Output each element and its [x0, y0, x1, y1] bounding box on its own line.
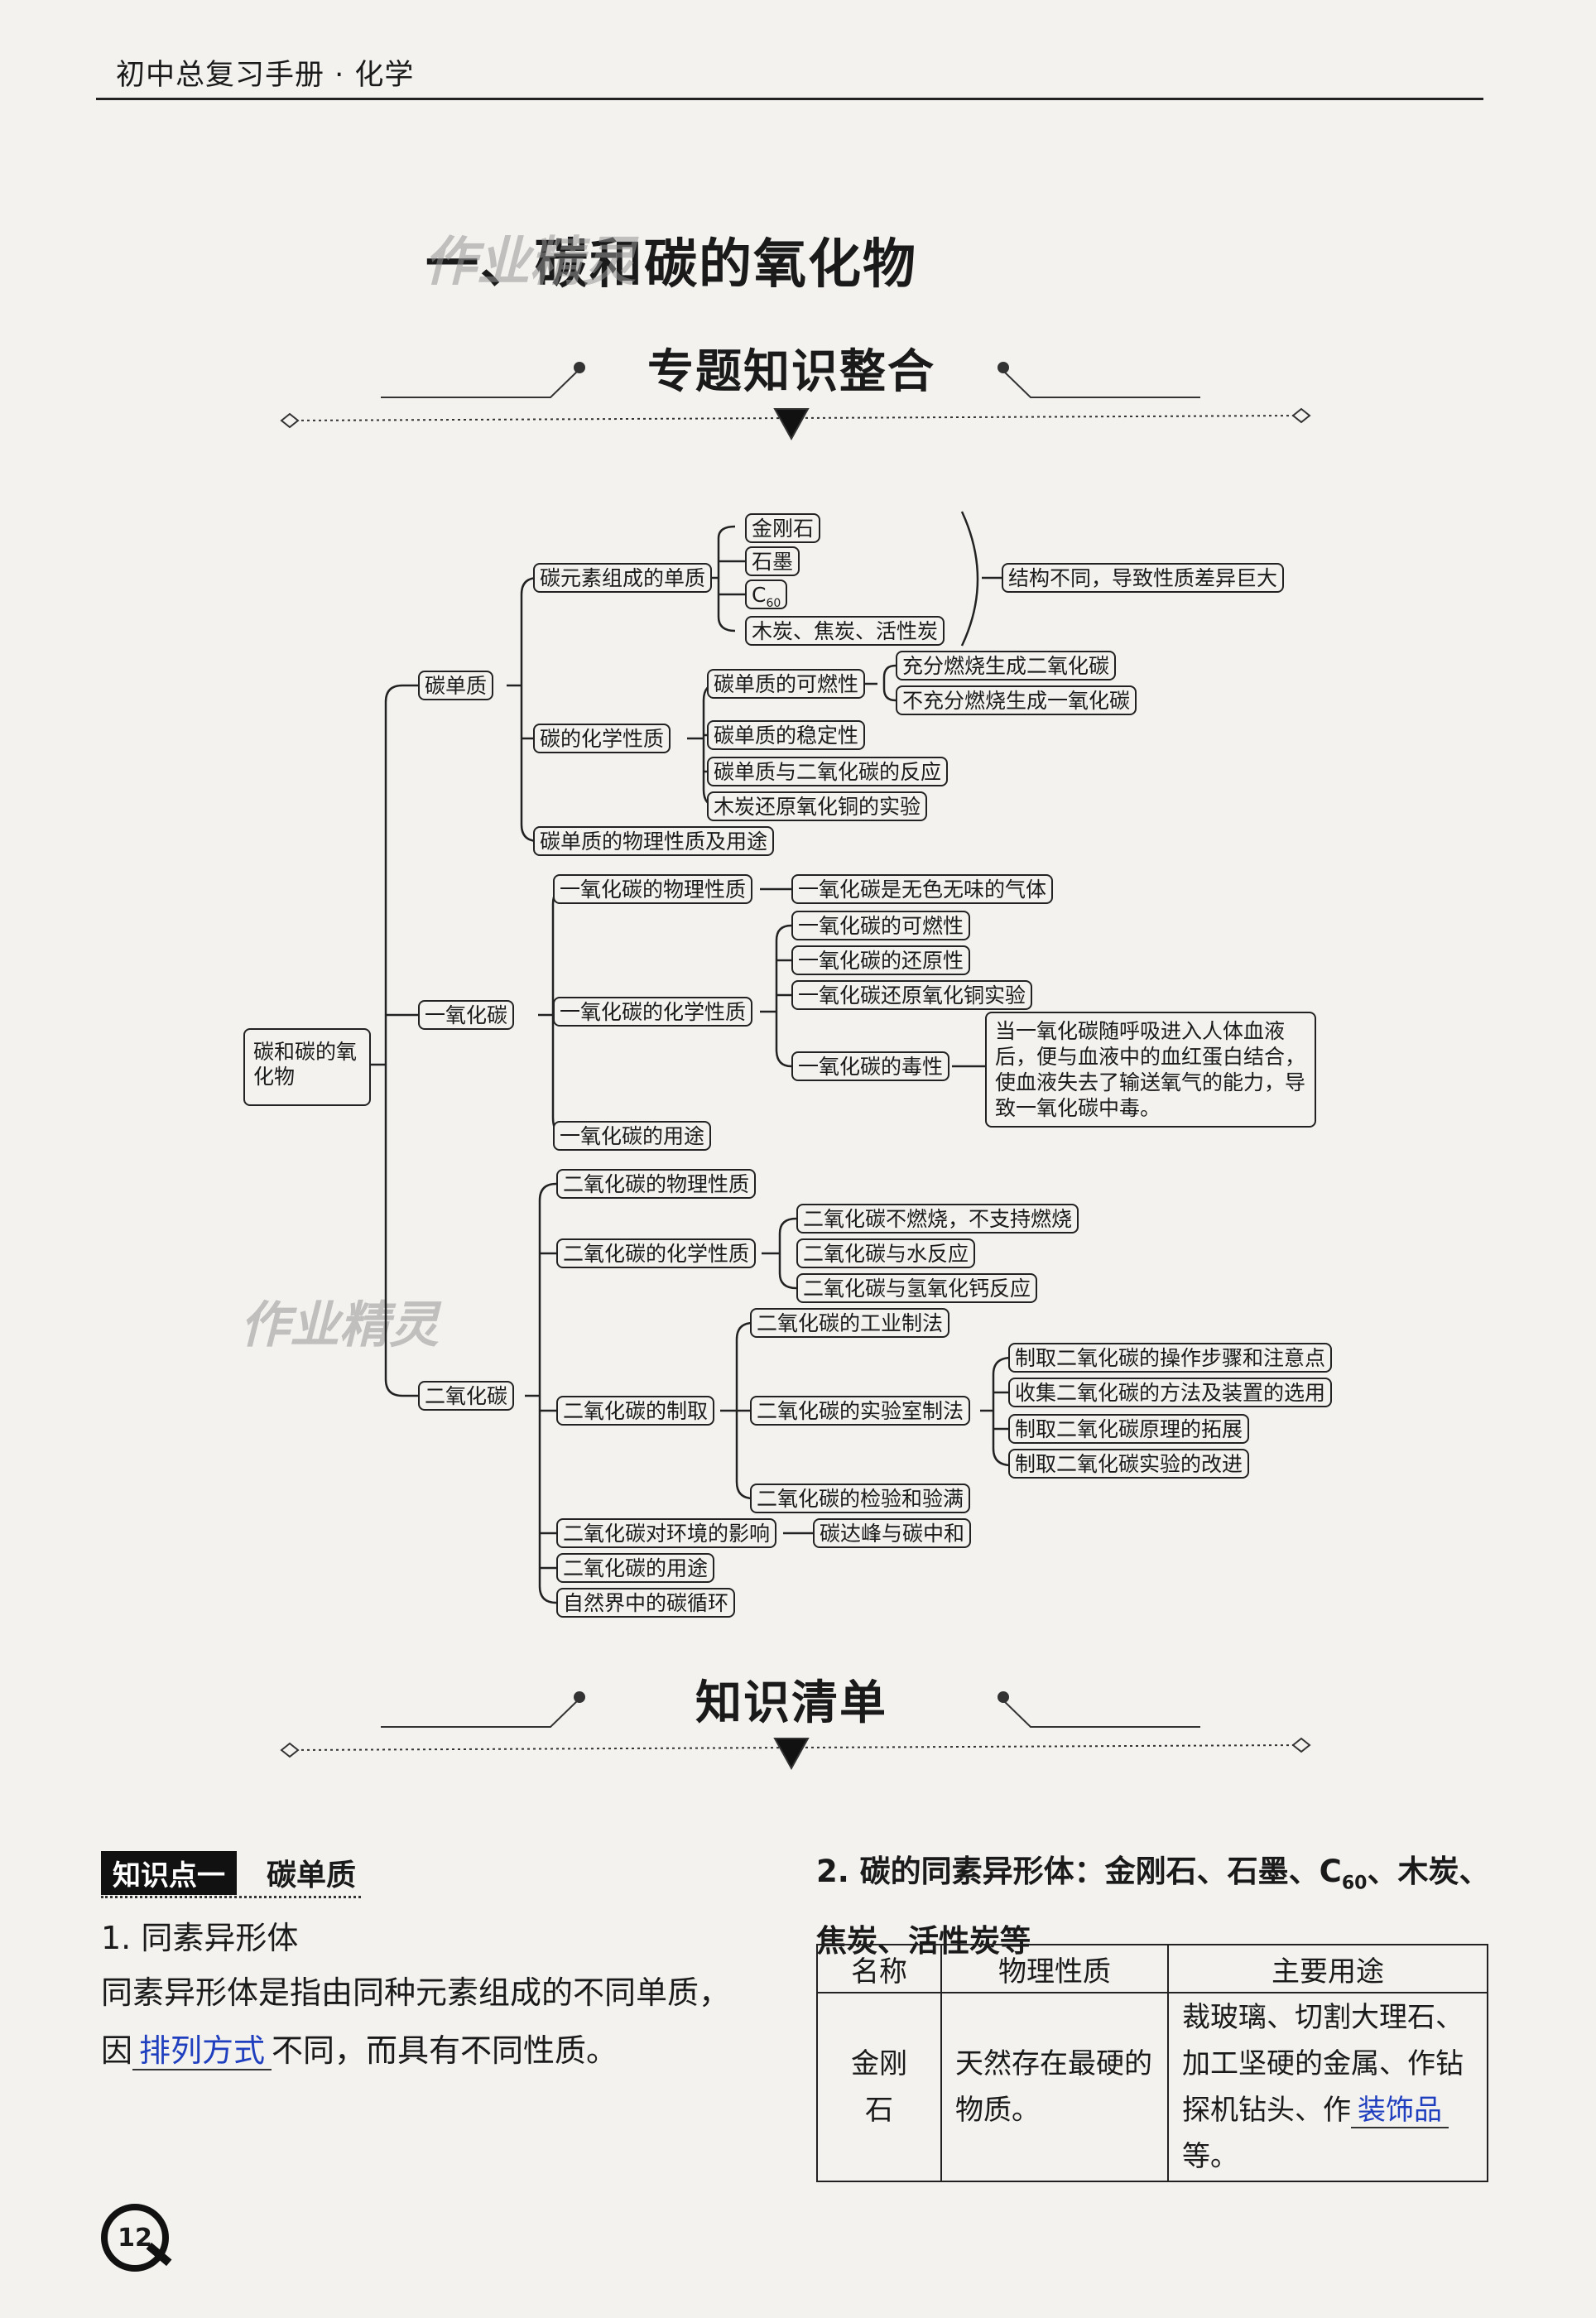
- node-co-reduce: 一氧化碳的还原性: [791, 945, 971, 975]
- node-lab-principle: 制取二氧化碳原理的拓展: [1008, 1414, 1250, 1444]
- node-lab-improve: 制取二氧化碳实验的改进: [1008, 1449, 1250, 1479]
- node-carbon-allotropes: 碳元素组成的单质: [533, 563, 713, 593]
- node-co2-limewater: 二氧化碳与氢氧化钙反应: [796, 1273, 1038, 1303]
- col-property: 物理性质: [940, 1944, 1169, 1993]
- heading-allotrope: 1. 同素异形体: [101, 1920, 299, 1956]
- node-partial-burn: 不充分燃烧生成一氧化碳: [896, 685, 1137, 715]
- node-co2-chem: 二氧化碳的化学性质: [556, 1238, 757, 1268]
- node-full-burn: 充分燃烧生成二氧化碳: [896, 651, 1117, 680]
- col-use: 主要用途: [1167, 1944, 1488, 1993]
- knowledge-underline: [101, 1896, 361, 1898]
- node-co-colorless: 一氧化碳是无色无味的气体: [791, 874, 1054, 904]
- table-header-row: 名称 物理性质 主要用途: [816, 1944, 1488, 1993]
- node-co2-phys: 二氧化碳的物理性质: [556, 1169, 757, 1199]
- node-co2-prep: 二氧化碳的制取: [556, 1396, 715, 1426]
- node-co-burn: 一氧化碳的可燃性: [791, 911, 971, 940]
- mindmap-root: 碳和碳的氧化物: [243, 1028, 371, 1106]
- para-text-a: 因: [101, 2032, 133, 2069]
- node-carbon-neutral: 碳达峰与碳中和: [813, 1518, 972, 1548]
- cell-use: 裁玻璃、切割大理石、加工坚硬的金属、作钻探机钻头、作装饰品等。: [1167, 1992, 1488, 2182]
- node-diamond: 金刚石: [745, 513, 821, 543]
- fill-answer-arrangement: 排列方式: [132, 2032, 272, 2070]
- knowledge-title: 碳单质: [267, 1859, 357, 1892]
- node-co-use: 一氧化碳的用途: [553, 1121, 712, 1151]
- use-text-b: 等。: [1182, 2140, 1238, 2173]
- node-lab-steps: 制取二氧化碳的操作步骤和注意点: [1008, 1343, 1333, 1373]
- header-rule: [96, 98, 1483, 100]
- node-co2-industry: 二氧化碳的工业制法: [750, 1308, 950, 1338]
- watermark-top: 作业精灵: [424, 231, 636, 293]
- node-co-chem: 一氧化碳的化学性质: [553, 997, 753, 1027]
- node-co-cuo: 一氧化碳还原氧化铜实验: [791, 980, 1033, 1010]
- node-co: 一氧化碳: [418, 1000, 515, 1030]
- c60-text: C: [752, 583, 767, 607]
- node-co-toxic: 一氧化碳的毒性: [791, 1051, 950, 1081]
- node-carbon-burn: 碳单质的可燃性: [707, 669, 866, 699]
- node-co2-noburn: 二氧化碳不燃烧，不支持燃烧: [796, 1204, 1079, 1234]
- cell-name: 金刚石: [816, 1992, 942, 2182]
- node-graphite: 石墨: [745, 546, 800, 576]
- cell-property: 天然存在最硬的物质。: [940, 1992, 1169, 2182]
- para-text-b: 不同，而具有不同性质。: [272, 2032, 618, 2069]
- node-co2-water: 二氧化碳与水反应: [796, 1238, 976, 1268]
- node-co2-env: 二氧化碳对环境的影响: [556, 1518, 777, 1548]
- use-text-a: 裁玻璃、切割大理石、加工坚硬的金属、作钻探机钻头、作: [1182, 2001, 1464, 2127]
- node-c60: C60: [745, 580, 788, 610]
- node-charcoal-cuo: 木炭还原氧化铜的实验: [707, 791, 928, 821]
- node-carbon-cycle: 自然界中的碳循环: [556, 1588, 736, 1618]
- para-allotrope-2: 因排列方式不同，而具有不同性质。: [101, 2022, 780, 2080]
- node-carbon-element: 碳单质: [418, 671, 494, 700]
- node-lab-collect: 收集二氧化碳的方法及装置的选用: [1008, 1378, 1333, 1407]
- node-carbon-chem: 碳的化学性质: [533, 724, 671, 753]
- node-co2-test: 二氧化碳的检验和验满: [750, 1484, 971, 1513]
- page-title: 一、碳和碳的氧化物: [425, 233, 917, 296]
- section-title-integration: 专题知识整合: [647, 344, 935, 399]
- node-structure-note: 结构不同，导致性质差异巨大: [1002, 563, 1285, 593]
- node-co2-use: 二氧化碳的用途: [556, 1553, 715, 1583]
- h2-text-a: 2. 碳的同素异形体：金刚石、石墨、C: [816, 1854, 1342, 1889]
- para-allotrope-1: 同素异形体是指由同种元素组成的不同单质，: [101, 1974, 731, 2011]
- node-co2: 二氧化碳: [418, 1381, 515, 1411]
- section-title-checklist: 知识清单: [695, 1676, 887, 1730]
- watermark-middle: 作业精灵: [240, 1296, 439, 1354]
- h2-sub: 60: [1341, 1873, 1368, 1894]
- node-co2-lab: 二氧化碳的实验室制法: [750, 1396, 971, 1426]
- node-co-toxic-note: 当一氧化碳随呼吸进入人体血液后，便与血液中的血红蛋白结合，使血液失去了输送氧气的…: [985, 1012, 1316, 1128]
- page-number: 12: [101, 2204, 169, 2272]
- node-carbon-stable: 碳单质的稳定性: [707, 720, 866, 750]
- node-co-phys: 一氧化碳的物理性质: [553, 874, 753, 904]
- node-carbon-phys: 碳单质的物理性质及用途: [533, 826, 775, 856]
- col-name: 名称: [816, 1944, 942, 1993]
- c60-sub: 60: [766, 597, 781, 610]
- fill-answer-decoration: 装饰品: [1351, 2094, 1449, 2128]
- node-carbon-co2: 碳单质与二氧化碳的反应: [707, 757, 949, 786]
- knowledge-badge: 知识点一: [101, 1851, 237, 1895]
- header-title: 初中总复习手册 · 化学: [116, 59, 415, 92]
- table-row: 金刚石 天然存在最硬的物质。 裁玻璃、切割大理石、加工坚硬的金属、作钻探机钻头、…: [816, 1992, 1488, 2182]
- node-charcoal: 木炭、焦炭、活性炭: [745, 616, 945, 646]
- allotrope-table: 名称 物理性质 主要用途 金刚石 天然存在最硬的物质。 裁玻璃、切割大理石、加工…: [816, 1944, 1488, 2182]
